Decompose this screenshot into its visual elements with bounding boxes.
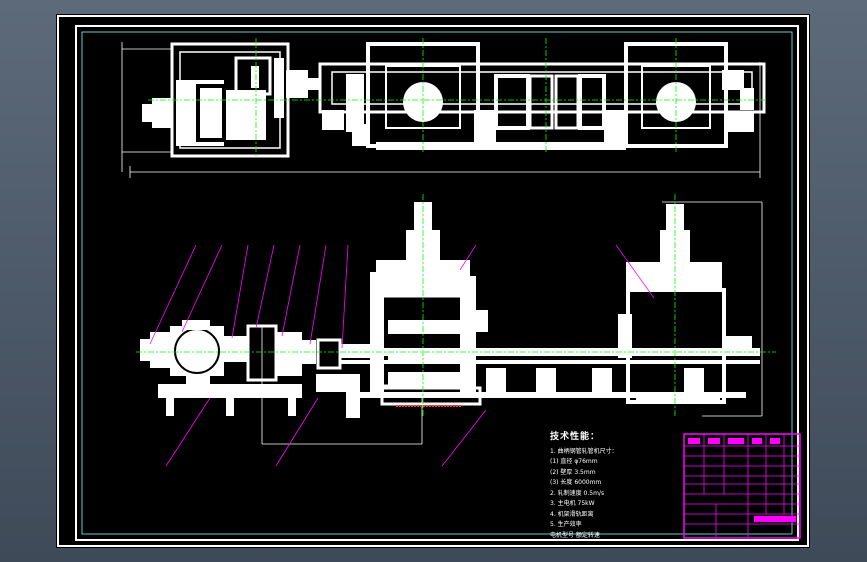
outer-frame [57,15,809,547]
technical-note-line: 1. 曲柄钢管轧管机尺寸： [550,447,618,455]
technical-note-line: (2) 壁厚 3.5mm [550,468,596,476]
front-view [136,194,776,467]
cad-drawing [57,15,809,547]
technical-notes: 技术性能： 1. 曲柄钢管轧管机尺寸： (1) 直径 φ76mm (2) 壁厚 … [550,432,680,541]
technical-note-line: (3) 长度 6000mm [550,479,602,486]
top-view [121,38,768,178]
technical-note-line: 5. 生产效率 [550,521,582,528]
technical-note-line: (1) 直径 φ76mm [550,458,598,465]
technical-note-line: 2. 轧制速度 0.5m/s [550,489,605,497]
technical-notes-heading: 技术性能： [550,432,601,442]
title-block [683,433,801,539]
technical-note-line: 3. 主电机 75kW [550,500,595,507]
technical-note-line: 4. 机架滑轨距离 [550,510,594,518]
technical-note-line: 电机型号 额定转速 [550,531,600,539]
cad-viewport[interactable]: 技术性能： 1. 曲柄钢管轧管机尺寸： (1) 直径 φ76mm (2) 壁厚 … [56,14,810,548]
inner-frame [75,25,799,541]
drawing-border [81,31,793,535]
